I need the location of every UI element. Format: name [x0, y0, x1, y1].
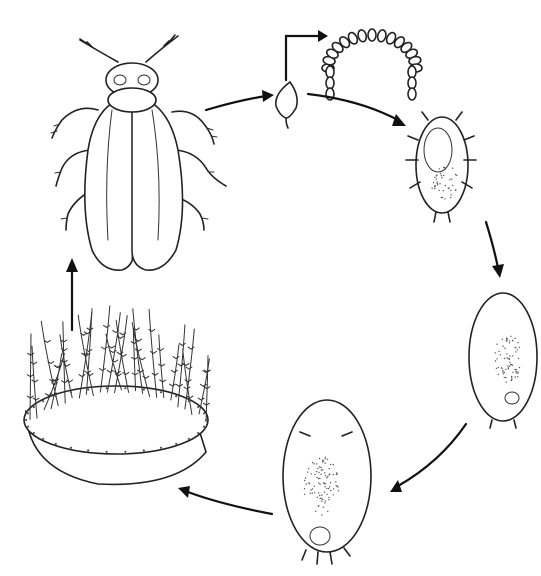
arrow-second-to-third-instar [398, 424, 466, 486]
third-instar-nymph-icon [283, 400, 371, 564]
arrow-egg-to-crawler [308, 94, 398, 120]
arrow-third-instar-to-pupa [188, 492, 272, 514]
adult-whitefly-icon [51, 35, 226, 270]
pupa-with-waxy-filaments-icon [24, 306, 210, 485]
egg-arc-egg [377, 29, 387, 42]
egg-icon [276, 82, 297, 128]
second-instar-nymph-icon [469, 293, 537, 428]
arrow-egg-to-egg-arc [286, 36, 320, 80]
arrow-adult-to-egg [206, 96, 266, 110]
egg-arc-egg [357, 29, 367, 42]
egg-arc-egg [368, 29, 376, 41]
egg-arc-icon [322, 29, 422, 100]
arrow-crawler-to-second-instar [486, 222, 498, 268]
crawler-nymph-icon [406, 112, 476, 222]
